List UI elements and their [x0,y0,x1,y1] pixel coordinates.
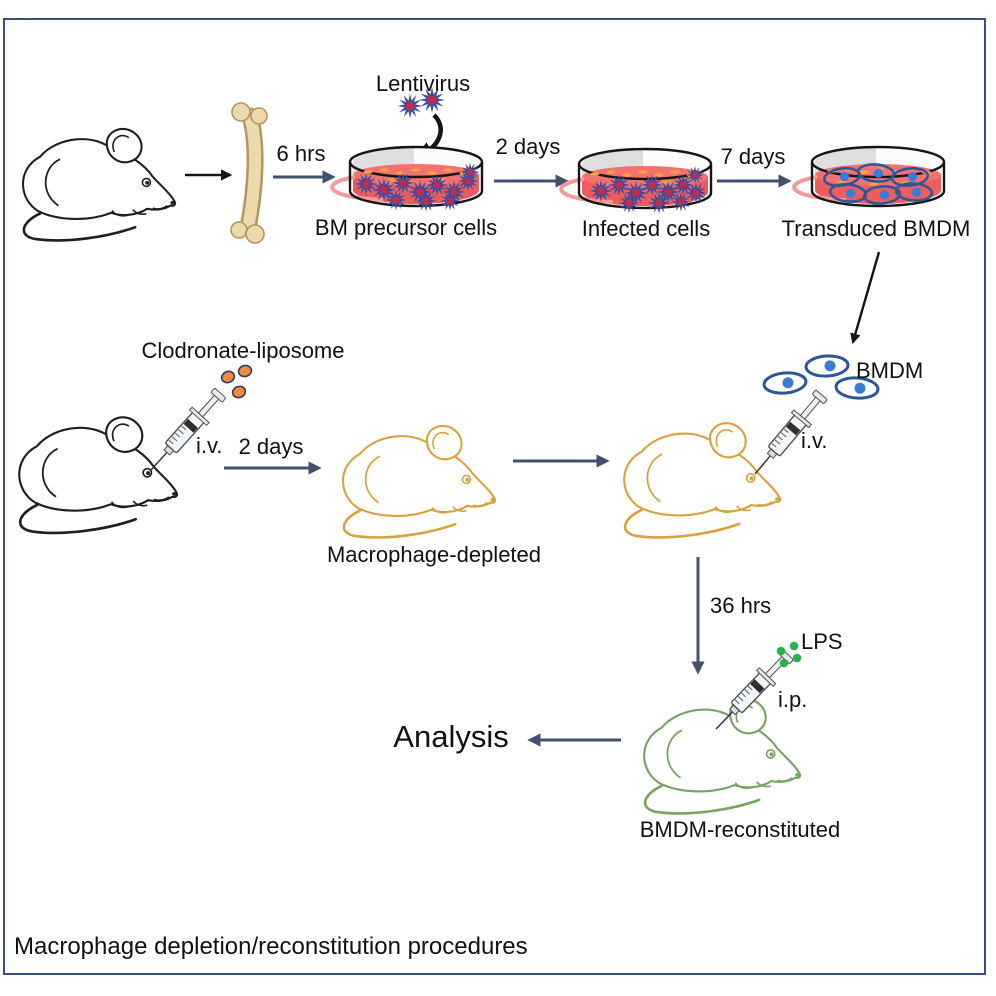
iv-route-label-1: i.v. [196,433,223,458]
duration-2days-infection-label: 2 days [495,134,561,159]
bm-precursor-cells-label: BM precursor cells [314,215,498,240]
infected-cells-label: Infected cells [581,216,711,241]
dish-infected-cells [559,147,713,214]
lentivirus-label: Lentivirus [375,71,471,96]
lps-label: LPS [801,629,843,654]
duration-6hrs-label: 6 hrs [276,141,326,166]
figure-caption: Macrophage depletion/reconstitution proc… [14,933,528,960]
clodronate-liposome-label: Clodronate-liposome [141,338,345,363]
macrophage-depleted-label: Macrophage-depleted [326,542,542,567]
bmdm-label: BMDM [856,358,924,383]
bmdm-reconstituted-label: BMDM-reconstituted [639,817,841,842]
ip-route-label: i.p. [778,687,808,712]
mouse-bmdm-reconstituted [642,697,802,815]
transduced-bmdm-label: Transduced BMDM [781,216,971,241]
duration-7days-label: 7 days [720,144,786,169]
mouse-donor [21,127,177,242]
arrow-dish-to-bmdm [850,251,881,345]
liposome-particles-icon [220,364,253,399]
syringe-clodronate-icon [141,384,230,479]
duration-36hrs-label: 36 hrs [710,593,772,618]
analysis-label: Analysis [393,719,509,754]
dish-transduced-bmdm [792,145,946,208]
mouse-macrophage-depleted [341,424,497,539]
iv-route-label-2: i.v. [801,428,828,453]
mouse-bmdm-transfer [622,421,782,539]
dish-bm-precursor [330,145,484,212]
lps-particles-icon [776,641,802,668]
flow-arrows [185,113,881,747]
duration-2days-depletion-label: 2 days [238,434,304,459]
figure-border [3,18,986,975]
mouse-wildtype-injected [17,415,179,535]
petri-dish-icon [792,145,946,208]
femur-bone-icon [230,102,268,244]
